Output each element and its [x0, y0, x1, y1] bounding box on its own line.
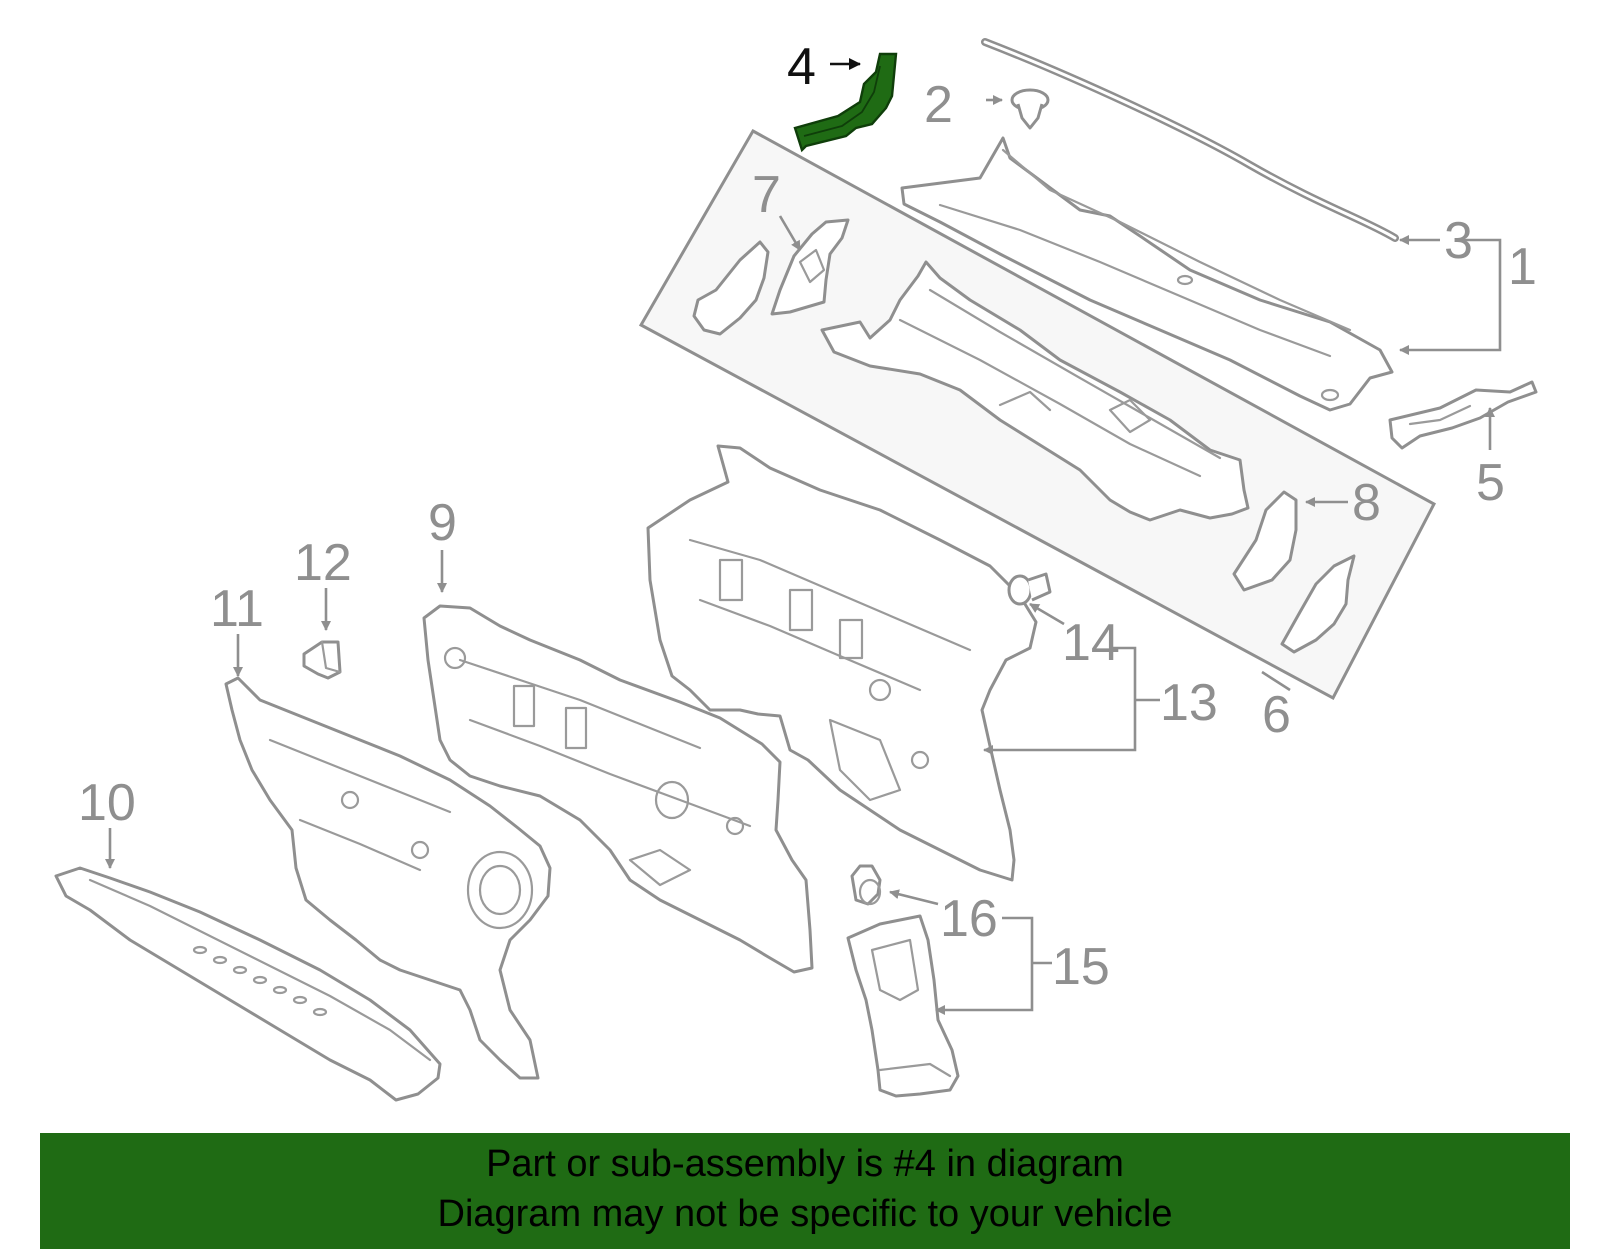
banner-line-2: Diagram may not be specific to your vehi… [437, 1193, 1173, 1235]
part-16-clip[interactable] [850, 864, 882, 906]
part-4-duct[interactable] [793, 52, 898, 153]
part-5-bracket[interactable] [1388, 380, 1538, 450]
callout-14: 14 [1062, 614, 1120, 672]
part-6-lower-cowl[interactable] [820, 260, 1250, 522]
callout-15: 15 [1052, 938, 1110, 996]
part-11-insulator[interactable] [224, 676, 552, 1080]
callout-12: 12 [294, 534, 352, 592]
callout-9: 9 [428, 494, 457, 552]
callout-7: 7 [752, 166, 781, 224]
part-14-clip[interactable] [1007, 572, 1052, 606]
callout-16: 16 [940, 890, 998, 948]
part-7-bracket[interactable] [692, 218, 850, 336]
callout-13: 13 [1160, 674, 1218, 732]
callout-3: 3 [1444, 212, 1473, 270]
part-2-clip[interactable] [1010, 88, 1050, 130]
callout-2: 2 [924, 76, 953, 134]
callout-5: 5 [1476, 454, 1505, 512]
callout-4: 4 [787, 38, 816, 96]
info-banner: Part or sub-assembly is #4 in diagram Di… [40, 1133, 1570, 1249]
callout-10: 10 [78, 774, 136, 832]
part-13-dash-panel[interactable] [646, 444, 1038, 882]
leader-lines [105, 58, 1502, 1015]
callout-labels: 1 2 3 4 5 6 7 8 9 10 11 12 13 14 15 16 [78, 38, 1537, 996]
part-12-grommet[interactable] [302, 640, 342, 680]
part-15-bracket[interactable] [846, 914, 960, 1098]
part-9-insulator[interactable] [422, 604, 814, 974]
callout-11: 11 [210, 580, 264, 638]
part-1-upper-cowl[interactable] [900, 136, 1394, 412]
callout-1: 1 [1508, 238, 1537, 296]
part-8-bracket[interactable] [1232, 490, 1356, 654]
reinforcement-holes [192, 945, 328, 1017]
part-10-reinforcement[interactable] [54, 866, 442, 1102]
banner-line-1: Part or sub-assembly is #4 in diagram [486, 1143, 1124, 1185]
callout-8: 8 [1352, 474, 1381, 532]
callout-6: 6 [1262, 686, 1291, 744]
